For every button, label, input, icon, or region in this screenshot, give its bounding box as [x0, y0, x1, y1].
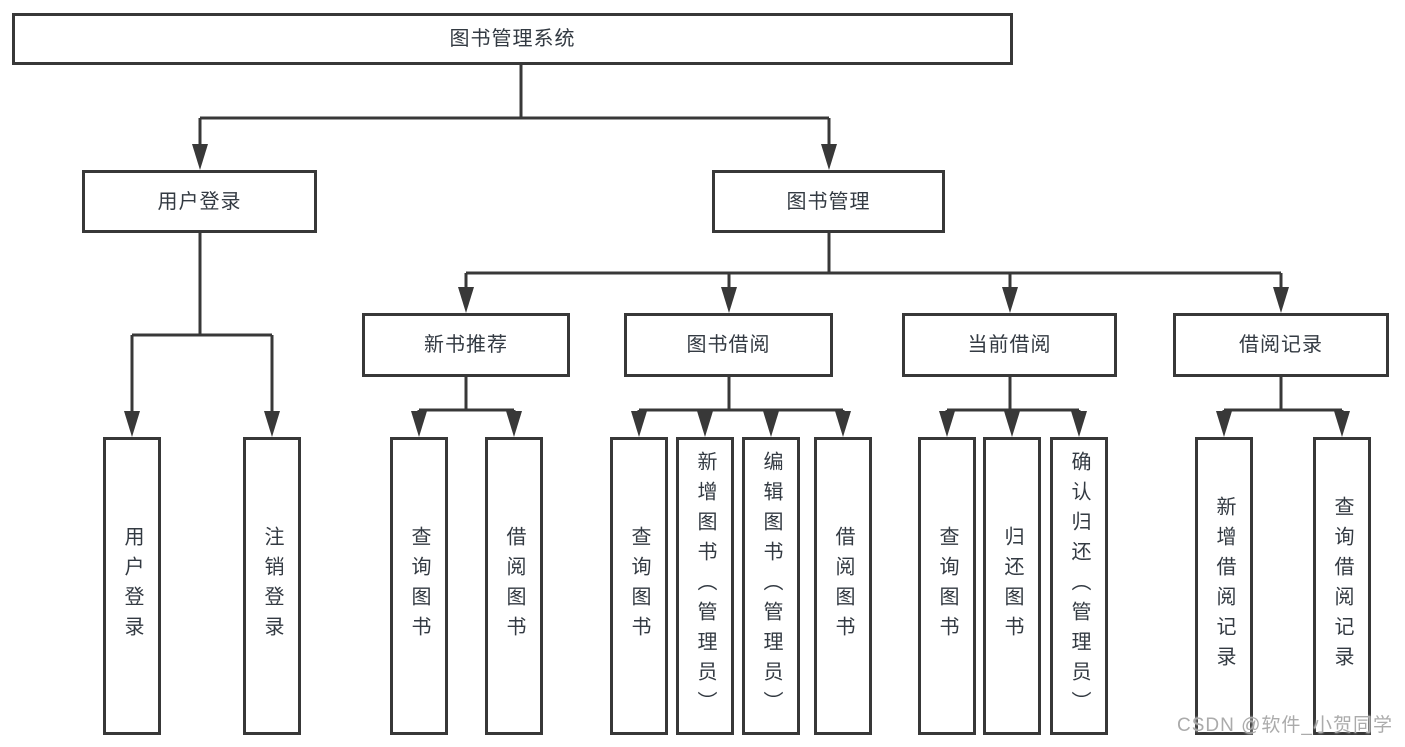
leaf-query-books-recommend: 查询图书 — [390, 437, 448, 735]
leaf-query-borrow-record: 查询借阅记录 — [1313, 437, 1371, 735]
leaf-query-books-current: 查询图书 — [918, 437, 976, 735]
node-current-borrowing: 当前借阅 — [902, 313, 1117, 377]
leaf-borrow-books: 借阅图书 — [814, 437, 872, 735]
node-new-book-recommendation: 新书推荐 — [362, 313, 570, 377]
leaf-borrow-books-recommend: 借阅图书 — [485, 437, 543, 735]
node-book-borrowing: 图书借阅 — [624, 313, 833, 377]
leaf-edit-books-admin: 编辑图书（管理员） — [742, 437, 800, 735]
leaf-logout: 注销登录 — [243, 437, 301, 735]
node-borrowing-records: 借阅记录 — [1173, 313, 1389, 377]
leaf-confirm-return-admin: 确认归还（管理员） — [1050, 437, 1108, 735]
leaf-return-books: 归还图书 — [983, 437, 1041, 735]
node-user-login: 用户登录 — [82, 170, 317, 233]
leaf-query-books-borrowing: 查询图书 — [610, 437, 668, 735]
leaf-user-login: 用户登录 — [103, 437, 161, 735]
node-library-management-system: 图书管理系统 — [12, 13, 1013, 65]
csdn-watermark: CSDN @软件_小贺同学 — [1177, 715, 1393, 736]
leaf-add-books-admin: 新增图书（管理员） — [676, 437, 734, 735]
leaf-add-borrow-record: 新增借阅记录 — [1195, 437, 1253, 735]
node-book-management: 图书管理 — [712, 170, 945, 233]
